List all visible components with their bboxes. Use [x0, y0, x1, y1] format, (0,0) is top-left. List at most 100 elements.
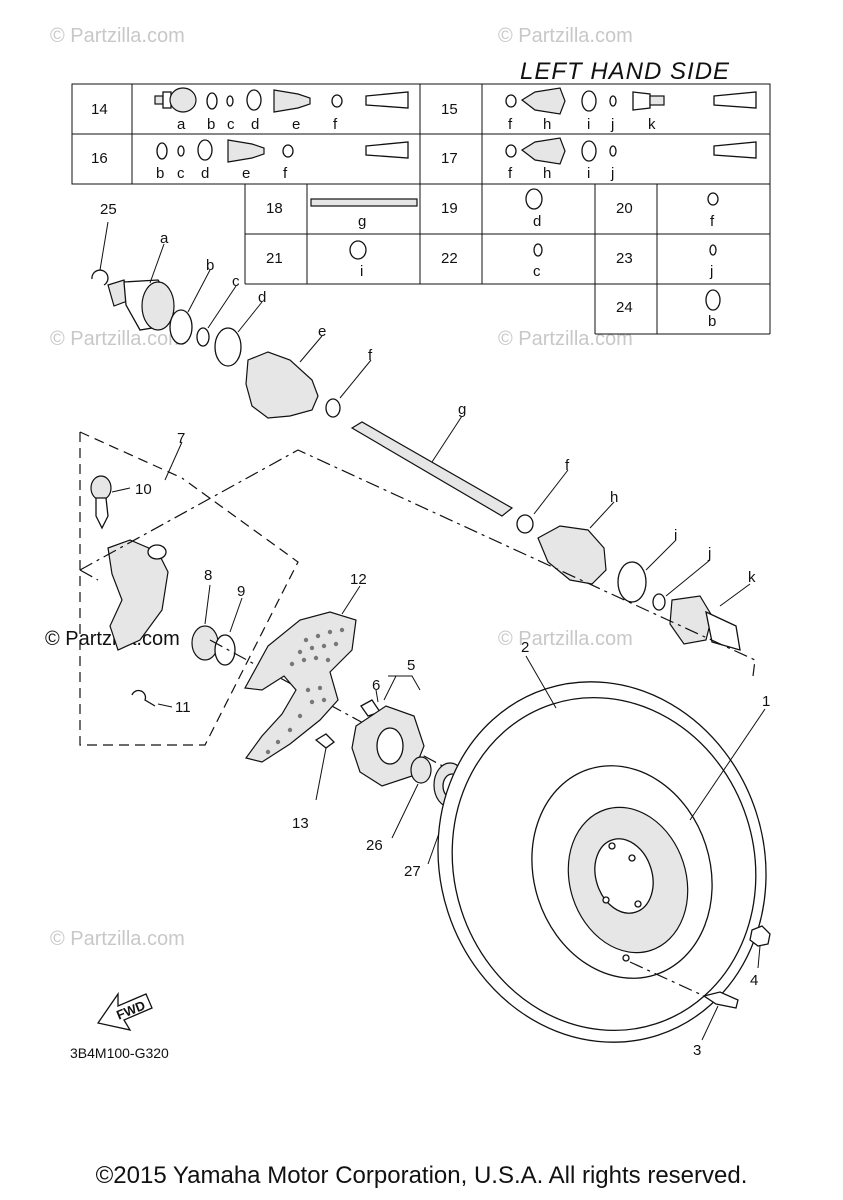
callout: c [232, 273, 240, 290]
kit-letter: f [508, 116, 513, 133]
callout: 12 [350, 571, 367, 588]
kit-letter: j [610, 165, 614, 182]
kit-letter: c [533, 263, 541, 280]
callout: 3 [693, 1042, 701, 1059]
kit-letter: j [709, 263, 713, 280]
watermark: © Partzilla.com [50, 25, 185, 47]
kit-letter: k [648, 116, 656, 133]
bearing-8 [191, 625, 219, 661]
callout: i [674, 527, 677, 544]
nut-4 [749, 925, 771, 947]
diagram-title: LEFT HAND SIDE [520, 58, 730, 85]
callout: 26 [366, 837, 383, 854]
knuckle [107, 539, 169, 651]
kit-number: 15 [441, 101, 458, 118]
kit-letter: c [177, 165, 185, 182]
callout: 4 [750, 972, 758, 989]
boot-e [245, 351, 319, 419]
ring-c [196, 327, 210, 347]
joint-k [669, 595, 713, 645]
exploded-view-diagram: © Partzilla.com © Partzilla.com © Partzi… [45, 25, 771, 1061]
clamp-f2 [516, 514, 534, 534]
ring-j [652, 593, 666, 611]
callout-labels: 25 a b c d e f g 7 10 f h i j k 8 9 12 2… [100, 201, 770, 1059]
callout: b [206, 257, 214, 274]
kit-letter: f [710, 213, 715, 230]
forward-direction-arrow: FWD [96, 991, 153, 1031]
kit-letter: f [508, 165, 513, 182]
callout: g [458, 401, 466, 418]
cv-joint-a [107, 279, 175, 331]
watermark: © Partzilla.com [498, 628, 633, 650]
kit-letter: d [251, 116, 259, 133]
callout: 25 [100, 201, 117, 218]
ball-joint-10 [90, 475, 112, 530]
kit-number: 22 [441, 250, 458, 267]
callout: 6 [372, 677, 380, 694]
callout: 11 [175, 699, 191, 716]
callout: d [258, 289, 266, 306]
wheel-tire-2 [437, 681, 767, 1043]
kit-letter: b [156, 165, 164, 182]
fwd-label: FWD [114, 998, 147, 1023]
callout: j [707, 545, 711, 562]
callout: f [368, 347, 373, 364]
callout: e [318, 323, 326, 340]
kit-letter: d [201, 165, 209, 182]
kit-letter: b [207, 116, 215, 133]
axle-line [79, 449, 756, 677]
watermark: © Partzilla.com [498, 328, 633, 350]
kit-letter: g [358, 213, 366, 230]
bolt-13 [314, 733, 335, 749]
boot-h [537, 525, 607, 585]
callout: 2 [521, 639, 529, 656]
kit-letter: c [227, 116, 235, 133]
callout: 8 [204, 567, 212, 584]
kit-number: 16 [91, 150, 108, 167]
kit-number: 19 [441, 200, 458, 217]
kit-number: 24 [616, 299, 633, 316]
callout: a [160, 230, 169, 247]
circlip-25 [91, 269, 109, 286]
kit-letter: h [543, 116, 551, 133]
watermark: © Partzilla.com [498, 25, 633, 47]
kit-table: 14 a b c d e f 15 f h i j k 16 b c d e f… [71, 83, 771, 335]
watermark: © Partzilla.com [50, 328, 185, 350]
valve-3 [702, 991, 739, 1009]
kit-number: 23 [616, 250, 633, 267]
kit-part-icons [154, 87, 757, 311]
diagram-code: 3B4M100-G320 [70, 1045, 169, 1061]
kit-letter: i [360, 263, 363, 280]
copyright-notice: ©2015 Yamaha Motor Corporation, U.S.A. A… [95, 1162, 748, 1189]
callout: 9 [237, 583, 245, 600]
disc-guard-12 [244, 611, 357, 763]
kit-number: 17 [441, 150, 458, 167]
callout: 13 [292, 815, 309, 832]
kit-number: 20 [616, 200, 633, 217]
kit-number: 21 [266, 250, 283, 267]
callout: 10 [135, 481, 152, 498]
ring-b [169, 309, 193, 345]
kit-letter: a [177, 116, 186, 133]
kit-letter: j [610, 116, 614, 133]
callout: 1 [762, 693, 770, 710]
watermark: © Partzilla.com [50, 928, 185, 950]
band-d [214, 327, 242, 367]
group-7-outline [79, 432, 299, 746]
callout: 5 [407, 657, 415, 674]
shaft-g [350, 421, 514, 517]
cotter-pin-11 [131, 689, 156, 707]
callout: 7 [177, 430, 185, 447]
watermark: © Partzilla.com [45, 628, 180, 650]
clamp-f [325, 398, 341, 418]
band-i [617, 561, 647, 603]
kit-letter: e [292, 116, 300, 133]
kit-letter: f [333, 116, 338, 133]
kit-letter: b [708, 313, 716, 330]
callout: 27 [404, 863, 421, 880]
kit-number: 14 [91, 101, 108, 118]
drive-shaft-assembly [91, 221, 751, 651]
callout: k [748, 569, 756, 586]
callout: h [610, 489, 618, 506]
